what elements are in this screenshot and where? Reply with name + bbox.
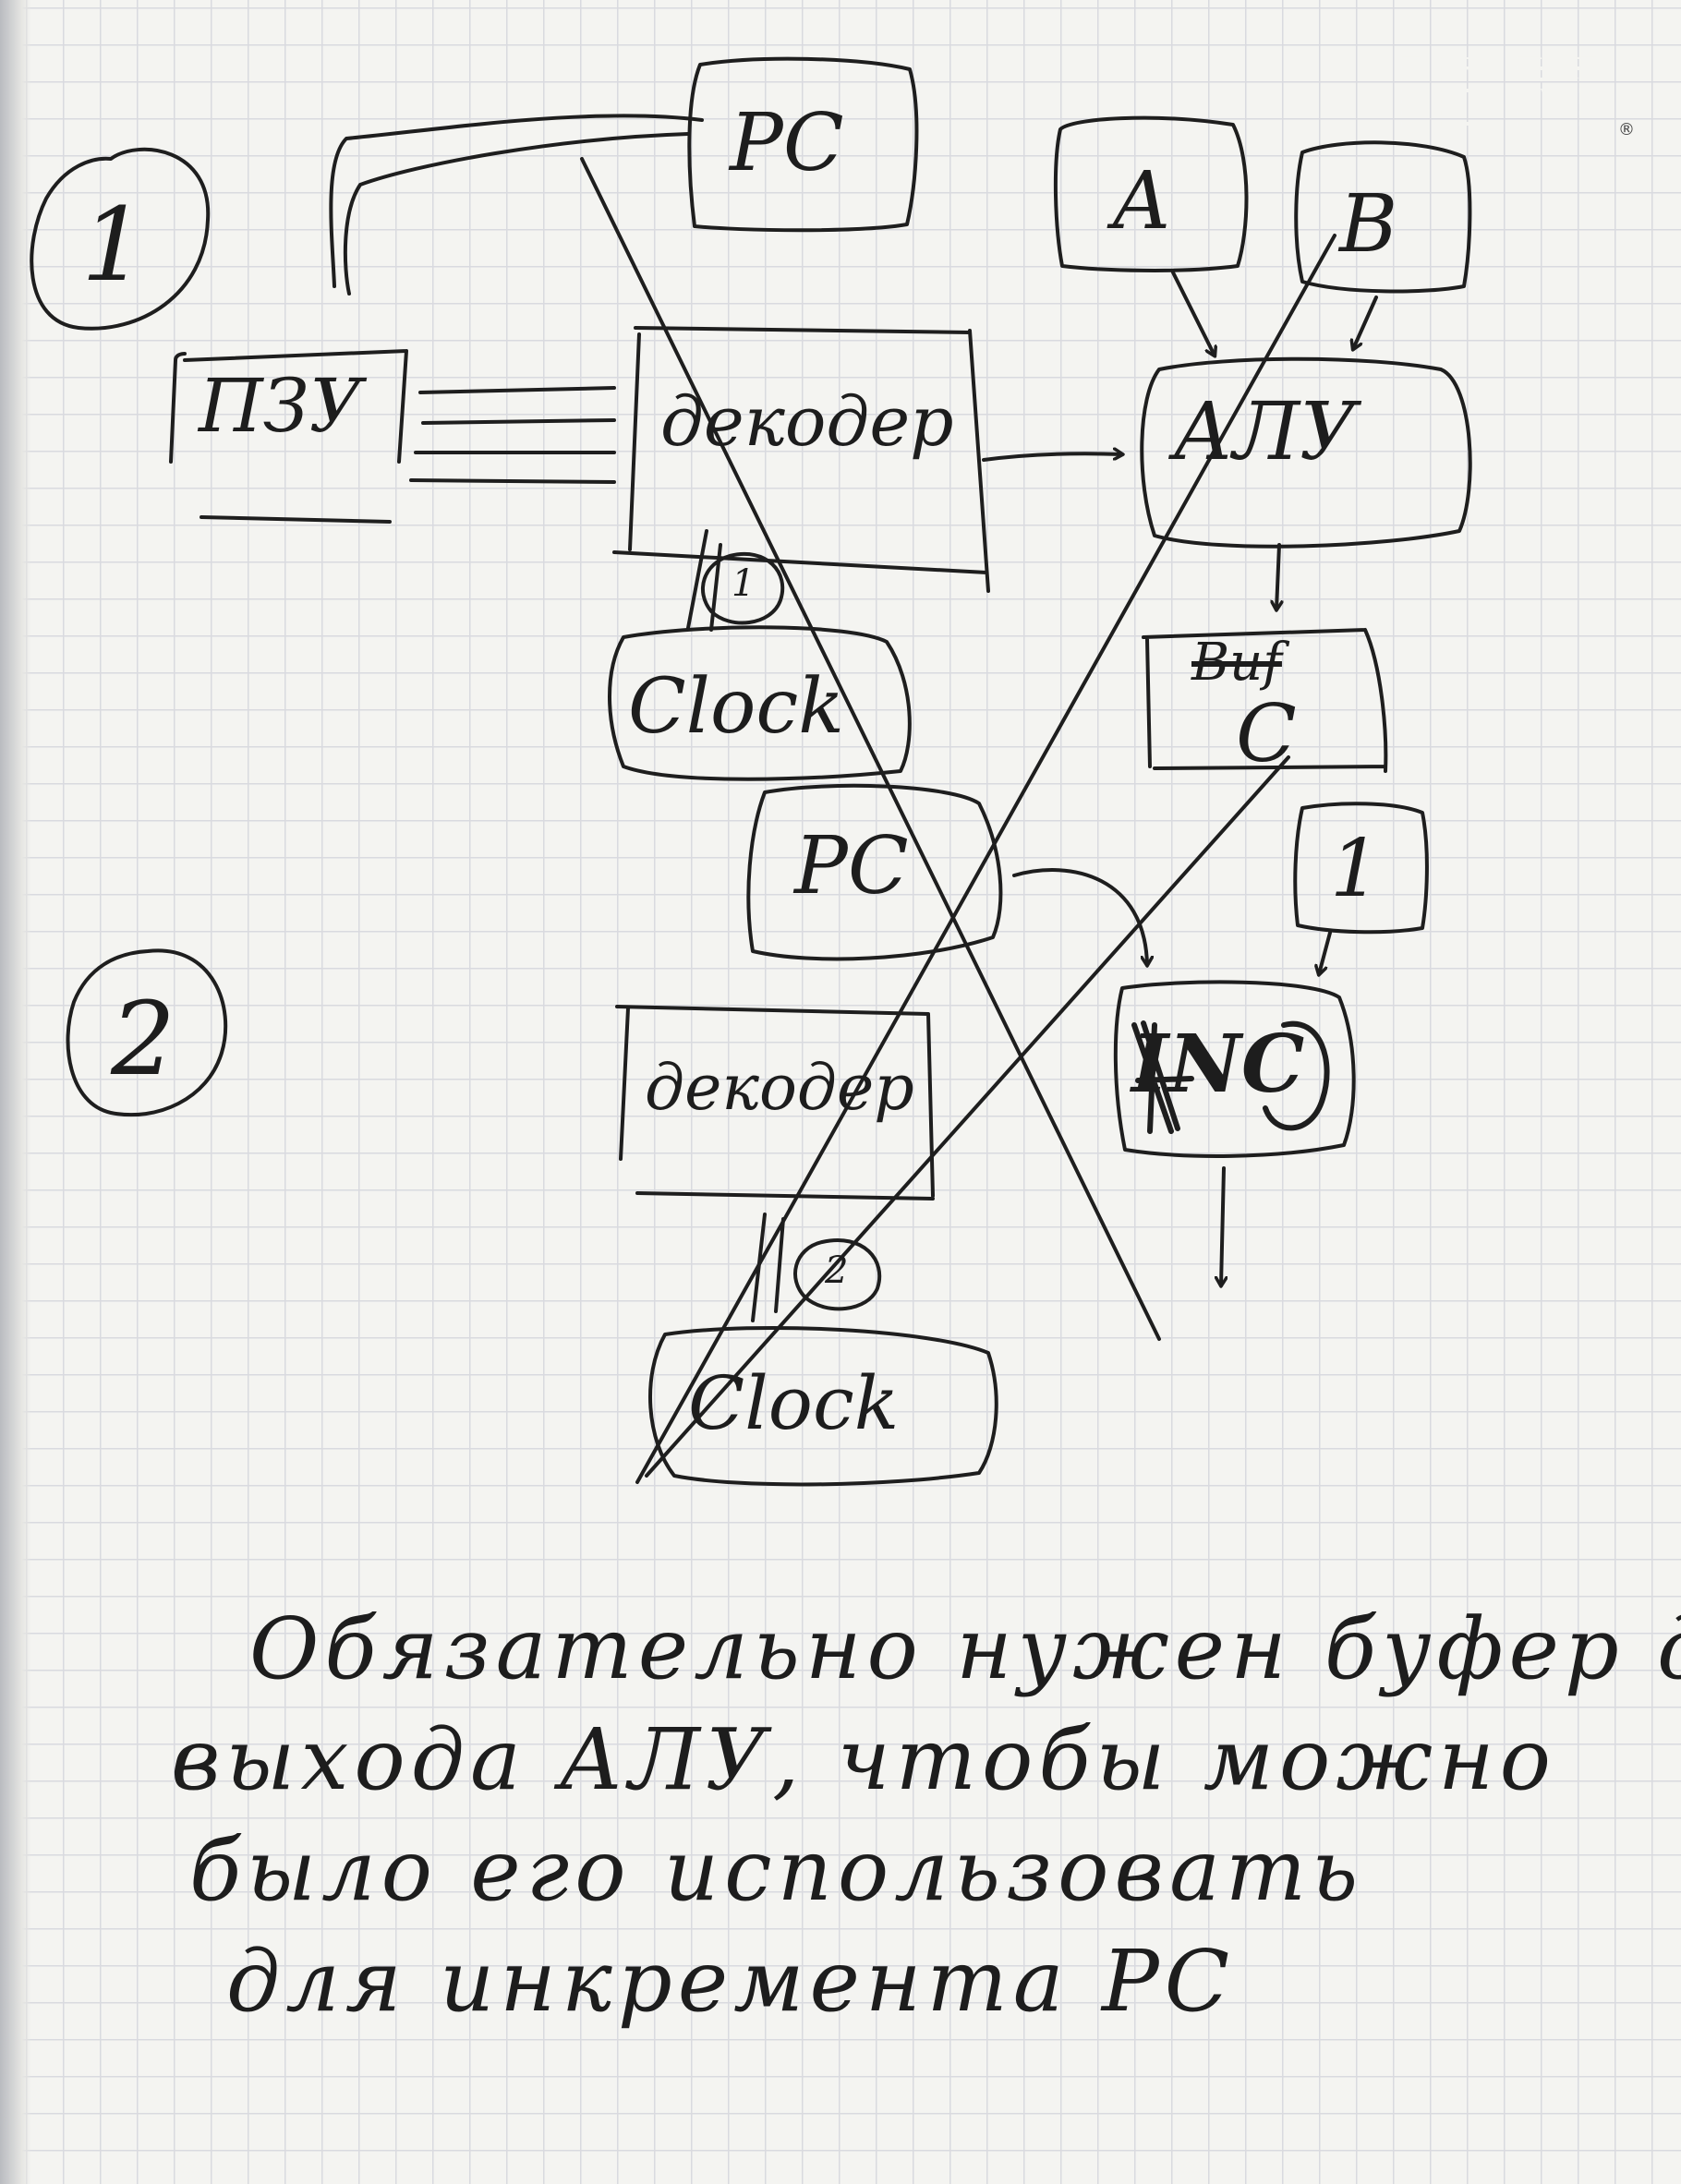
step-2-label: 2 bbox=[111, 980, 175, 1098]
decoder-label-2: декодер bbox=[645, 1052, 914, 1125]
clock-label-2: Clock bbox=[688, 1360, 900, 1446]
clock-1-to-decoder-arrow bbox=[686, 529, 722, 632]
one-to-inc-arrow bbox=[1319, 931, 1332, 974]
inc-output-arrow bbox=[1221, 1166, 1224, 1285]
inc-label: INC bbox=[1131, 1018, 1305, 1111]
alu-label: АЛУ bbox=[1173, 386, 1358, 478]
constant-one-label: 1 bbox=[1330, 823, 1381, 915]
note-line-3: было его использовать bbox=[189, 1821, 1364, 1920]
cross-out-line-1 bbox=[580, 157, 1161, 1341]
buffer-c-label: C bbox=[1236, 688, 1297, 780]
alu-to-buffer-arrow bbox=[1276, 543, 1279, 609]
step-2-circle bbox=[66, 948, 228, 1117]
constant-one-box bbox=[1293, 802, 1429, 935]
decoder-box-1 bbox=[612, 326, 990, 593]
reg-b-box bbox=[1294, 140, 1472, 294]
rom-box bbox=[169, 349, 408, 524]
rom-decoder-bus bbox=[409, 386, 616, 484]
reg-a-label: A bbox=[1113, 155, 1171, 247]
alu-box bbox=[1140, 356, 1472, 549]
step-1-label: 1 bbox=[81, 186, 146, 304]
a-to-alu-arrow bbox=[1171, 271, 1215, 356]
decoder-label-1: декодер bbox=[660, 382, 954, 462]
cross-out-line-3 bbox=[645, 755, 1290, 1478]
note-line-1: Обязательно нужен буфер для bbox=[249, 1599, 1681, 1698]
registered-mark: ® bbox=[1618, 120, 1635, 139]
note-line-4: для инкремента PC bbox=[226, 1932, 1236, 2031]
pc-box-2 bbox=[746, 783, 1003, 961]
rom-label: ПЗУ bbox=[199, 363, 363, 449]
clock-step-2-circle bbox=[793, 1238, 882, 1311]
clock-step-2-label: 2 bbox=[825, 1249, 849, 1292]
clock-box-2 bbox=[647, 1325, 998, 1487]
reg-b-label: B bbox=[1339, 178, 1398, 271]
buffer-box bbox=[1142, 628, 1388, 773]
pc-to-rom-path bbox=[329, 114, 704, 288]
pc-label-1: PC bbox=[730, 97, 844, 189]
b-to-alu-arrow bbox=[1353, 296, 1378, 349]
step-1-circle bbox=[30, 147, 211, 331]
decoder-to-alu-arrow bbox=[982, 453, 1122, 462]
inc-box bbox=[1113, 980, 1356, 1158]
cross-out-line-2 bbox=[635, 234, 1336, 1484]
clock-step-1-circle bbox=[701, 552, 785, 625]
ibm-logo: IBM bbox=[1393, 46, 1626, 142]
reg-a-box bbox=[1053, 115, 1249, 272]
clock-label-1: Clock bbox=[628, 663, 844, 751]
pc-box-1 bbox=[687, 56, 919, 233]
pc-label-2: PC bbox=[794, 820, 909, 912]
decoder-box-2 bbox=[615, 1005, 935, 1201]
buffer-struck-label: Buf bbox=[1191, 633, 1282, 693]
inc-scribble bbox=[1131, 1020, 1330, 1134]
clock-box-1 bbox=[608, 625, 912, 781]
clock-step-1-label: 1 bbox=[732, 562, 756, 605]
pc-to-rom-path-inner bbox=[343, 132, 690, 296]
note-line-2: выхода АЛУ, чтобы можно bbox=[171, 1710, 1556, 1809]
notebook-binding-edge bbox=[0, 0, 31, 2184]
pc-to-inc-arrow bbox=[1012, 868, 1147, 965]
